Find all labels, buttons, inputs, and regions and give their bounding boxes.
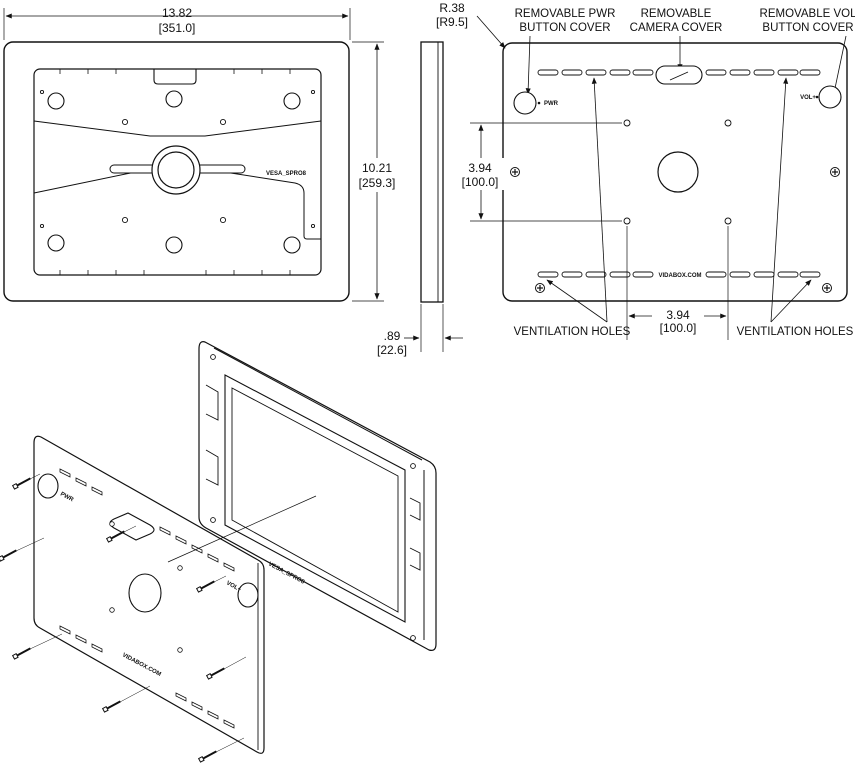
iso-vent-slots-bottom — [59, 625, 235, 729]
vol-button-cover — [818, 85, 842, 109]
height-mm-label: [259.3] — [359, 176, 396, 190]
isometric-view: VESA_SPRO8 PWR VOL+ VIDABOX.COM — [0, 341, 437, 763]
cam-callout-line1: REMOVABLE — [641, 8, 712, 20]
width-mm-label: [351.0] — [159, 21, 196, 35]
back-screw-mid-left — [509, 166, 521, 178]
vesa-h-in-label: 3.94 — [666, 308, 690, 322]
depth-mm-label: [22.6] — [377, 343, 407, 357]
pwr-mark-text: PWR — [544, 101, 559, 107]
back-screw-mid-right — [829, 166, 841, 178]
back-brand-text: VIDABOX.COM — [658, 273, 701, 279]
front-top-notch — [153, 69, 197, 85]
pwr-callout-line1: REMOVABLE PWR — [515, 8, 616, 20]
vol-leader — [832, 35, 847, 94]
front-plate-outline — [33, 120, 322, 137]
camera-cover — [655, 65, 703, 85]
width-in-label: 13.82 — [162, 6, 192, 20]
pwr-dot — [537, 101, 541, 105]
radius-in-label: R.38 — [439, 1, 465, 15]
pwr-callout-line2: BUTTON COVER — [519, 22, 610, 34]
camera-cover-slot — [669, 71, 689, 81]
iso-plate — [33, 435, 265, 754]
cam-callout-line2: CAMERA COVER — [630, 22, 723, 34]
back-view: R.38 [R9.5] REMOVABLE PWR BUTTON COVER R… — [436, 1, 855, 340]
iso-screw-guides — [15, 473, 247, 753]
radius-leader — [476, 15, 506, 49]
front-large-holes — [47, 90, 301, 254]
vol-mark-text: VOL+ — [800, 95, 816, 101]
vesa-v-mm-label: [100.0] — [462, 175, 499, 189]
back-center-hole — [657, 151, 699, 193]
side-view: .89 [22.6] — [377, 41, 463, 357]
vent-left-label: VENTILATION HOLES — [514, 326, 631, 338]
back-screw-bottom-right — [821, 282, 833, 294]
side-profile — [420, 41, 444, 303]
radius-mm-label: [R9.5] — [436, 15, 468, 29]
vent-right-label: VENTILATION HOLES — [737, 326, 854, 338]
iso-assembly-line — [167, 495, 317, 563]
depth-in-label: .89 — [384, 329, 401, 343]
vol-dot — [815, 95, 819, 99]
height-in-label: 10.21 — [362, 161, 392, 175]
iso-screws — [0, 477, 225, 763]
vesa-v-in-label: 3.94 — [468, 161, 492, 175]
vol-callout-line1: REMOVABLE VOL — [760, 8, 855, 20]
vesa-h-mm-label: [100.0] — [660, 321, 697, 335]
front-edge-ticks — [59, 69, 291, 275]
back-vent-slots-bottom — [537, 271, 821, 278]
vent-leaders — [546, 77, 812, 323]
iso-frame — [198, 341, 437, 651]
front-center-hole — [157, 151, 195, 189]
iso-vent-slots-top — [59, 468, 235, 572]
vol-callout-line2: BUTTON COVER — [762, 22, 853, 34]
back-screw-bottom-left — [534, 282, 546, 294]
pwr-button-cover — [513, 91, 537, 115]
front-small-holes — [39, 89, 316, 229]
front-plate-lower — [33, 168, 321, 240]
front-view: 13.82 [351.0] — [3, 6, 404, 302]
front-engraving-text: VESA_SPRO8 — [266, 171, 307, 177]
back-vesa-holes — [623, 119, 732, 225]
pwr-leader — [525, 35, 531, 95]
back-vent-slots-top — [537, 69, 821, 76]
